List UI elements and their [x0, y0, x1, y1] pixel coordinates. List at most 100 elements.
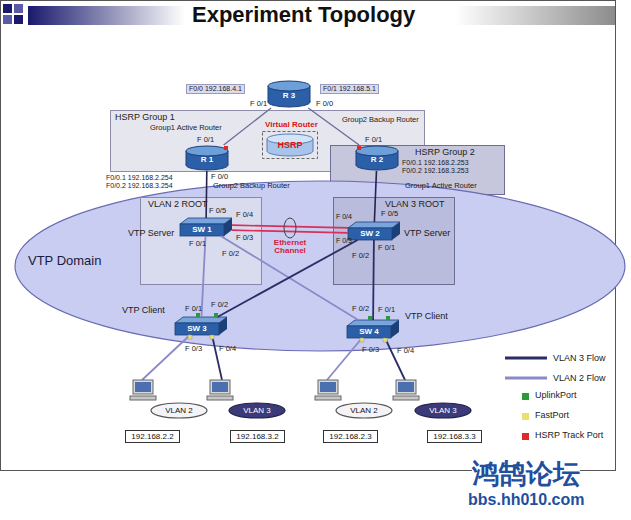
node-label: VLAN 3 — [414, 406, 472, 415]
ellipse-outline — [15, 181, 625, 351]
link-line — [374, 171, 376, 222]
track-port-mark — [357, 146, 361, 150]
port-label: F 0/2 — [352, 305, 369, 314]
vlan-ellipse: VLAN 3 — [414, 402, 472, 419]
port-label: F 0/1 — [189, 240, 206, 249]
vlan-ellipse: VLAN 2 — [150, 402, 208, 419]
port-label: F 0/3 — [336, 237, 352, 245]
subinterface-address: F0/0.1 192.168.2.254 — [106, 174, 173, 182]
track-port-mark — [224, 146, 228, 150]
node-label: VLAN 3 — [228, 406, 286, 415]
port-label: F 0/4 — [219, 345, 236, 354]
title-square — [3, 15, 12, 24]
pc-monitor — [318, 380, 338, 394]
router-icon: R 3 — [267, 80, 311, 108]
pc-icon — [207, 380, 233, 400]
interface-address: F0/0 192.168.4.1 — [186, 84, 245, 94]
link-line — [221, 236, 359, 320]
pc-icon — [130, 380, 156, 400]
link-label: Ethernet Channel — [263, 239, 317, 257]
port-label: F 0/4 — [336, 213, 352, 221]
legend-text: VLAN 2 Flow — [553, 373, 606, 383]
port-label: F 0/5 — [381, 210, 398, 219]
router-side — [267, 139, 268, 151]
port-label: F 0/5 — [209, 207, 226, 216]
port-label: F 0/1 — [378, 244, 395, 253]
region-outline — [334, 198, 455, 285]
port-label: F 0/4 — [236, 211, 253, 220]
node-label: VLAN 2 — [335, 406, 393, 415]
node-label: HSRP Group 2 — [415, 147, 475, 157]
legend-text: HSRP Track Port — [535, 430, 603, 440]
link-line — [205, 171, 207, 218]
link-line — [201, 236, 205, 317]
router-side — [228, 151, 229, 165]
switch-top — [175, 317, 227, 323]
port-label: F 0/4 — [397, 347, 414, 356]
link-line — [232, 225, 348, 228]
router-top — [356, 146, 398, 156]
link-line — [308, 108, 359, 145]
fast-port-mark — [188, 335, 192, 339]
pc-wire — [385, 338, 405, 380]
pc-screen — [398, 382, 414, 392]
node-label: VTP Domain — [28, 254, 101, 269]
port-label: F 0/0 — [316, 100, 333, 109]
switch-side — [224, 218, 232, 236]
port-label: F 0/1 — [378, 306, 395, 315]
port-label: F 0/3 — [236, 234, 253, 243]
subinterface-address: F0/0.2 192.168.3.254 — [106, 182, 173, 190]
switch-side — [391, 320, 399, 338]
pc-base — [130, 396, 156, 400]
pc-screen — [320, 382, 336, 392]
switch-icon: SW 1 — [180, 218, 232, 236]
pc-base — [315, 396, 341, 400]
switch-side — [392, 222, 400, 240]
router-side — [310, 86, 311, 102]
node-label: 192.168.3.2 — [230, 432, 285, 441]
port-label: F 0/3 — [185, 345, 202, 354]
router-role: Group2 Backup Router — [342, 116, 419, 125]
vlan-ellipse: VLAN 2 — [335, 402, 393, 419]
router-icon: R 2 — [355, 145, 399, 171]
router-side — [313, 139, 314, 151]
pc-wire — [327, 338, 362, 380]
port-label: F 0/1 — [197, 136, 214, 145]
ip-box: 192.168.3.3 — [427, 430, 482, 443]
switch-top — [347, 320, 399, 326]
switch-front — [175, 323, 219, 335]
pc-wire — [212, 335, 222, 380]
router-role: Group1 Active Router — [405, 182, 477, 191]
router-role: Group1 Active Router — [150, 124, 222, 133]
ellipse-outline — [415, 403, 471, 418]
port-label: F 0/3 — [362, 346, 379, 355]
port-label: F 0/2 — [222, 250, 239, 259]
port-label: F 0/2 — [352, 252, 369, 261]
port-label: F 0/1 — [365, 136, 382, 145]
pc-icon — [315, 380, 341, 400]
ellipse-outline — [336, 403, 392, 418]
region-outline — [231, 431, 285, 443]
pc-icon — [393, 380, 419, 400]
node-label: R 2 — [355, 155, 399, 164]
node-label: 192.168.2.2 — [125, 432, 180, 441]
channel-ring — [284, 218, 296, 238]
fast-port-mark — [360, 338, 364, 342]
node-label: R 1 — [185, 155, 229, 164]
router-side — [186, 151, 187, 165]
switch-icon: SW 2 — [348, 222, 400, 240]
fast-port-mark — [210, 335, 214, 339]
pc-wire — [142, 335, 190, 380]
ip-box: 192.168.2.3 — [323, 430, 378, 443]
uplink-port-mark — [386, 316, 390, 320]
legend-text: UplinkPort — [535, 390, 577, 400]
router-role: Group2 Backup Router — [213, 182, 290, 191]
node-label: VLAN 2 — [150, 406, 208, 415]
title-bar — [28, 6, 185, 25]
pc-screen — [135, 382, 151, 392]
dashed-outline — [263, 132, 318, 159]
vtp-domain-region-shape — [14, 180, 626, 352]
link-line — [232, 230, 348, 233]
region-outline — [126, 431, 180, 443]
watermark: 鸿鹄论坛 — [472, 459, 580, 490]
